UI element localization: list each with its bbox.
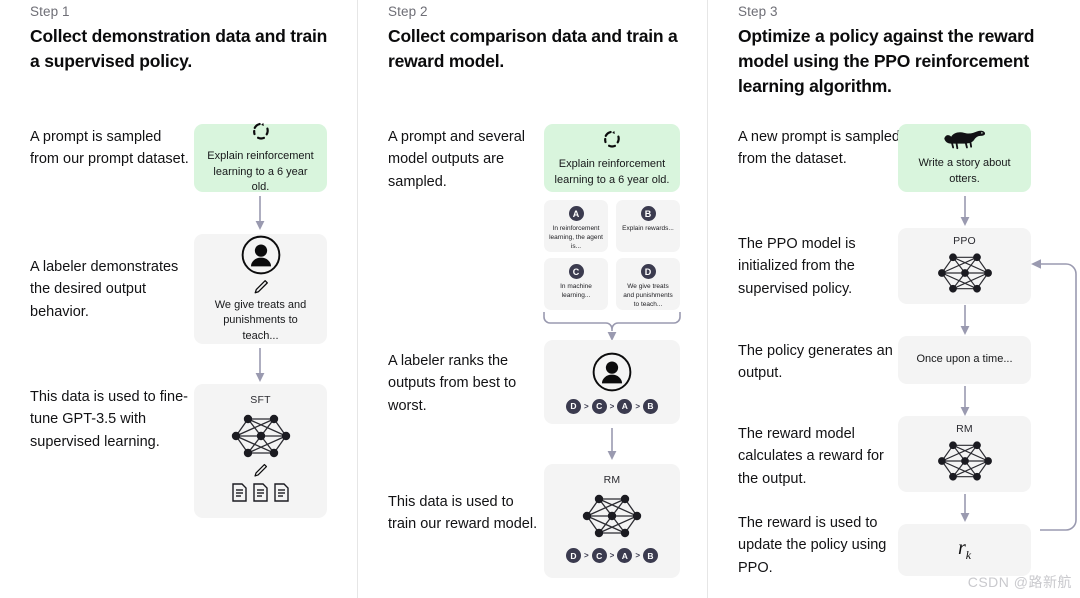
step-3-copy-4: The reward model calculates a reward for… [738, 426, 884, 487]
step-2-labeler-card[interactable]: D > C > A > B [544, 340, 680, 424]
pencil-icon [252, 278, 270, 296]
refresh-cycle-icon [250, 120, 272, 142]
rm-rank-pill-3: A [617, 548, 633, 563]
output-letter-c: C [568, 264, 584, 279]
rm-rank-gt-3: > [635, 551, 640, 560]
arrow-down-3d [958, 494, 972, 524]
feedback-loop-arrow [1028, 250, 1080, 555]
output-letter-a: A [568, 206, 584, 221]
output-card-d[interactable]: D We give treats and punishments to teac… [616, 258, 680, 310]
step-3-copy-3: The policy generates an output. [738, 343, 893, 382]
output-letter-b: B [640, 206, 656, 221]
rm-rank-gt-2: > [609, 551, 615, 560]
step-3-column: Step 3 Optimize a policy against the rew… [708, 0, 1080, 598]
output-text-a: In reinforcement learning, the agent is.… [549, 225, 603, 250]
rm-rank-pill-4: B [643, 548, 658, 563]
neural-network-icon [936, 249, 994, 297]
column-divider-1 [357, 0, 358, 598]
step-1-column: Step 1 Collect demonstration data and tr… [0, 0, 358, 598]
step-2-rm-card[interactable]: RM [544, 464, 680, 578]
pencil-icon [252, 462, 269, 479]
step-2-label: Step 2 [388, 4, 428, 19]
step-1-label: Step 1 [30, 4, 70, 19]
arrow-down-3b [958, 305, 972, 337]
step-3-output-text: Once upon a time... [916, 353, 1013, 366]
merge-brace-arrow [542, 310, 682, 344]
step-2-prompt-text: Explain reinforcement learning to a 6 ye… [554, 157, 670, 186]
rank-pill-4: B [643, 398, 658, 414]
step-2-copy-1: A prompt and several model outputs are s… [388, 129, 526, 190]
step-3-label: Step 3 [738, 4, 778, 19]
column-divider-2 [707, 0, 708, 598]
step-2-column: Step 2 Collect comparison data and train… [358, 0, 708, 598]
rank-pill-1: D [565, 398, 581, 414]
step-3-copy-5: The reward is used to update the policy … [738, 515, 887, 576]
step-1-labeler-text: We give treats and punishments to teach.… [214, 298, 307, 342]
step-2-rm-ranking-row: D > C > A > B [565, 548, 658, 563]
step-3-prompt-card[interactable]: Write a story about otters. [898, 124, 1031, 192]
rm-rank-gt-1: > [583, 551, 589, 560]
step-3-copy-2: The PPO model is initialized from the su… [738, 236, 856, 297]
step-2-rm-title: RM [603, 474, 621, 486]
step-3-copy-1: A new prompt is sampled from the dataset… [738, 129, 900, 168]
refresh-cycle-icon [601, 128, 623, 150]
step-1-labeler-card[interactable]: We give treats and punishments to teach.… [194, 234, 327, 344]
watermark: CSDN @路新航 [967, 574, 1072, 590]
rank-gt-2: > [609, 401, 615, 411]
arrow-down-1b [253, 348, 267, 384]
step-3-rm-title: RM [956, 423, 973, 435]
output-text-b: Explain rewards... [622, 225, 674, 232]
step-3-output-card[interactable]: Once upon a time... [898, 336, 1031, 384]
person-circle-icon [591, 351, 633, 393]
step-1-sft-title: SFT [250, 394, 271, 406]
rank-pill-2: C [591, 398, 607, 414]
step-2-ranking-row: D > C > A > B [565, 398, 658, 414]
otter-icon [942, 128, 988, 150]
step-3-ppo-card[interactable]: PPO [898, 228, 1031, 304]
step-1-prompt-card[interactable]: Explain reinforcement learning to a 6 ye… [194, 123, 327, 193]
step-3-reward-card[interactable]: rk [898, 524, 1031, 576]
step-1-prompt-text: Explain reinforcement learning to a 6 ye… [207, 150, 314, 194]
reward-symbol: rk [957, 537, 972, 562]
document-stack-icon [230, 482, 292, 504]
step-3-title: Optimize a policy against the reward mod… [738, 26, 1035, 96]
output-card-c[interactable]: C In machine learning... [544, 258, 608, 310]
arrow-down-1a [253, 196, 267, 232]
person-circle-icon [240, 234, 282, 276]
step-3-rm-card[interactable]: RM [898, 416, 1031, 492]
neural-network-icon [581, 490, 643, 542]
neural-network-icon [936, 437, 994, 485]
rank-gt-1: > [583, 401, 589, 411]
rm-rank-pill-1: D [565, 548, 581, 563]
step-3-ppo-title: PPO [953, 235, 976, 247]
step-1-copy-1: A prompt is sampled from our prompt data… [30, 129, 189, 168]
arrow-down-3c [958, 386, 972, 418]
step-2-copy-2: A labeler ranks the outputs from best to… [388, 353, 517, 414]
step-2-prompt-card[interactable]: Explain reinforcement learning to a 6 ye… [544, 124, 680, 192]
output-letter-d: D [640, 264, 656, 279]
arrow-down-3a [958, 196, 972, 228]
neural-network-icon [230, 410, 292, 462]
output-text-c: In machine learning... [560, 283, 592, 299]
step-1-copy-3: This data is used to fine-tune GPT-3.5 w… [30, 389, 188, 450]
step-3-prompt-text: Write a story about otters. [918, 157, 1011, 185]
output-card-a[interactable]: A In reinforcement learning, the agent i… [544, 200, 608, 252]
step-1-sft-card[interactable]: SFT [194, 384, 327, 518]
output-text-d: We give treats and punishments to teach.… [623, 283, 673, 308]
step-2-title: Collect comparison data and train a rewa… [388, 26, 678, 71]
step-2-copy-3: This data is used to train our reward mo… [388, 494, 538, 533]
rank-pill-3: A [617, 398, 633, 414]
rank-gt-3: > [635, 401, 640, 411]
arrow-down-2b [605, 428, 619, 462]
step-1-copy-2: A labeler demonstrates the desired outpu… [30, 259, 179, 320]
output-card-b[interactable]: B Explain rewards... [616, 200, 680, 252]
step-1-title: Collect demonstration data and train a s… [30, 26, 328, 71]
rm-rank-pill-2: C [591, 548, 607, 563]
